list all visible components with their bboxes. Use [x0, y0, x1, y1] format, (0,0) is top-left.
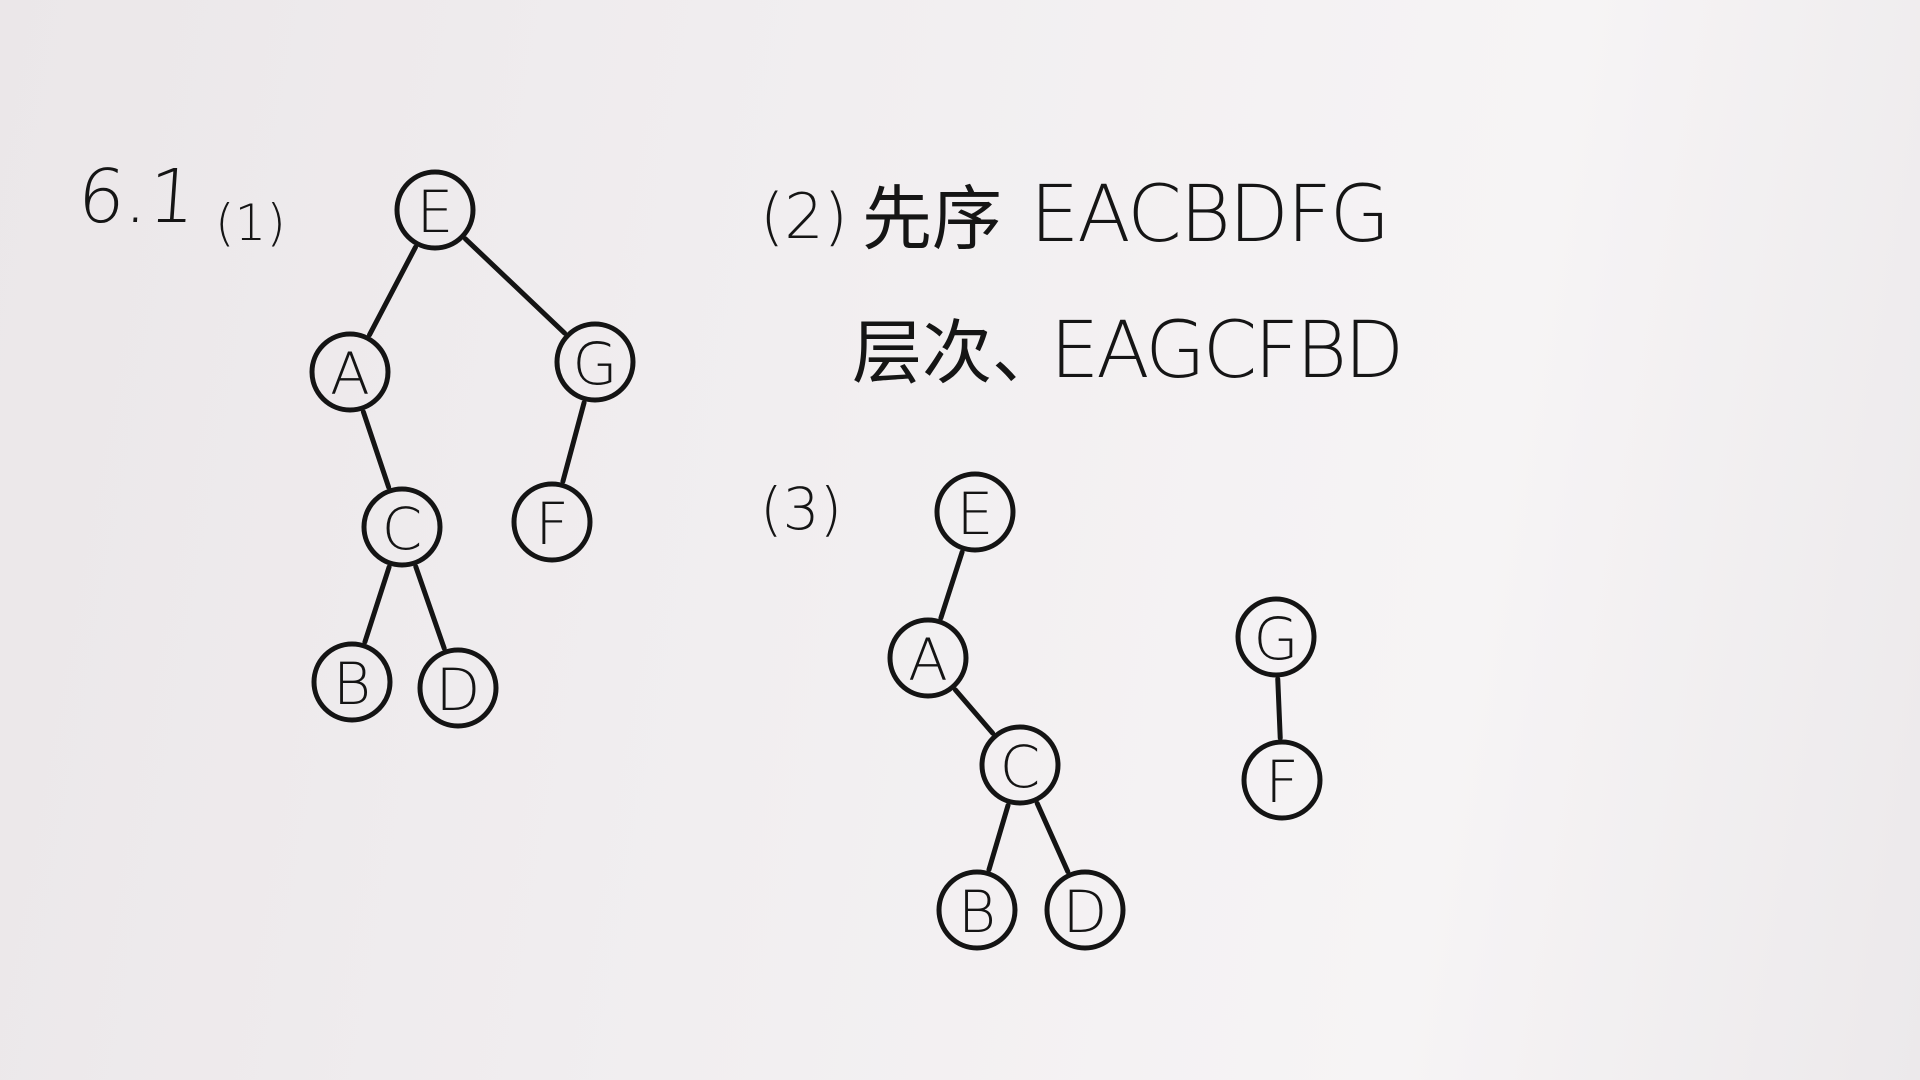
- node-label-F: F: [535, 490, 568, 558]
- binary-tree-3: GF: [1235, 596, 1323, 821]
- preorder-label: 先序: [862, 178, 1002, 260]
- edge-A-C: [360, 409, 392, 490]
- node-label-C: C: [1000, 733, 1041, 801]
- node-circle-C: [979, 724, 1061, 806]
- node-label-B: B: [333, 650, 371, 718]
- edge-C-D: [1034, 800, 1071, 875]
- node-circle-A: [887, 617, 969, 699]
- part-2-label: (2): [760, 180, 848, 253]
- node-label-E: E: [957, 480, 994, 548]
- node-circle-F: [1241, 739, 1323, 821]
- edge-C-B: [362, 564, 392, 645]
- edge-E-A: [367, 244, 418, 338]
- node-circle-B: [311, 641, 393, 723]
- edge-C-D: [413, 564, 447, 651]
- node-label-G: G: [1254, 605, 1299, 673]
- edge-E-G: [462, 236, 568, 336]
- node-circle-E: [394, 169, 476, 251]
- node-label-A: A: [908, 626, 948, 694]
- edge-G-F: [1275, 676, 1283, 741]
- node-circle-C: [361, 486, 443, 568]
- node-circle-D: [1044, 869, 1126, 951]
- levelorder-label: 层次、: [852, 312, 1062, 394]
- node-label-D: D: [436, 656, 481, 724]
- node-circle-E: [934, 471, 1016, 553]
- edge-C-B: [986, 802, 1011, 873]
- node-label-D: D: [1063, 878, 1108, 946]
- part-3-label: (3): [760, 475, 843, 543]
- edge-G-F: [560, 400, 587, 484]
- preorder-sequence: EACBDFG: [1030, 170, 1390, 260]
- part-1-label: (1): [215, 194, 286, 252]
- node-circle-F: [511, 481, 593, 563]
- node-label-F: F: [1265, 748, 1298, 816]
- edge-A-C: [952, 687, 996, 736]
- node-label-G: G: [573, 330, 618, 398]
- node-circle-G: [554, 321, 636, 403]
- node-circle-D: [417, 647, 499, 729]
- node-label-C: C: [382, 495, 423, 563]
- node-circle-B: [936, 869, 1018, 951]
- node-circle-G: [1235, 596, 1317, 678]
- node-label-B: B: [958, 878, 996, 946]
- edge-E-A: [938, 549, 965, 621]
- node-circle-A: [309, 331, 391, 413]
- node-label-E: E: [417, 178, 454, 246]
- node-label-A: A: [330, 340, 370, 408]
- levelorder-sequence: EAGCFBD: [1050, 306, 1404, 396]
